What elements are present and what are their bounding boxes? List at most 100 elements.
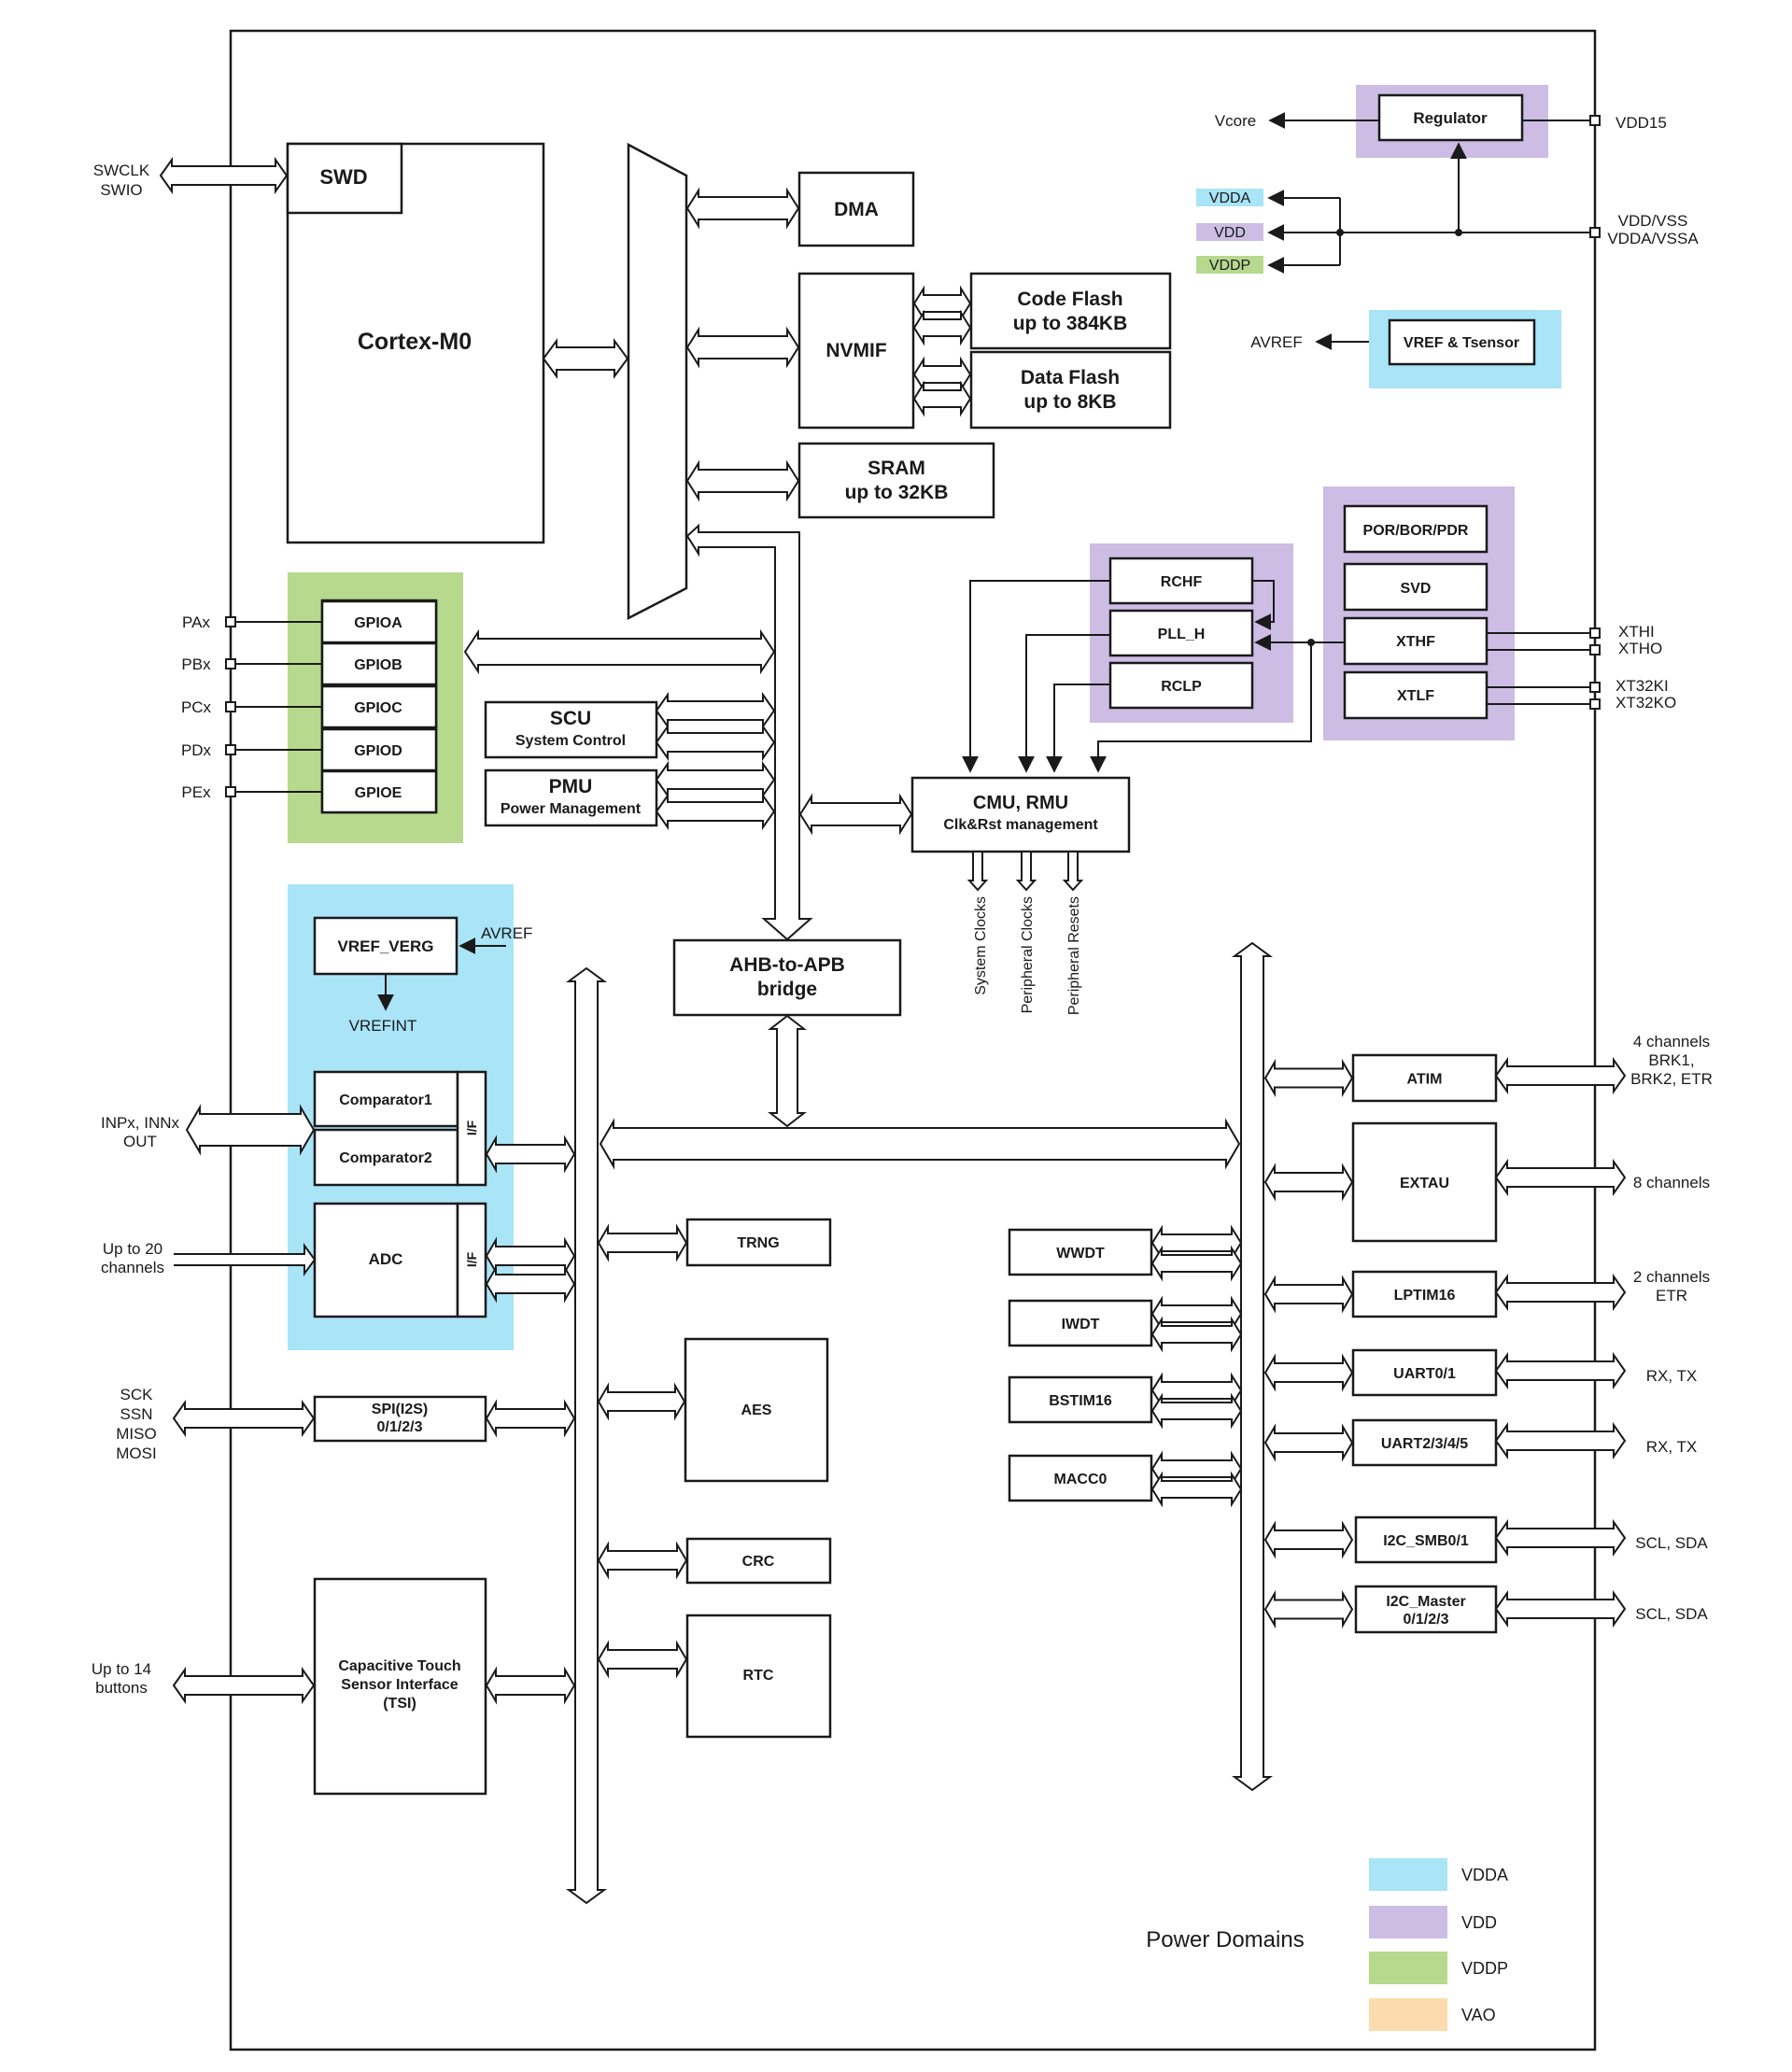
right-periph-label: UART2/3/4/5	[1381, 1436, 1468, 1452]
right-inner-bus-arrow	[1150, 1316, 1243, 1353]
right-inner-bus-arrow	[1150, 1224, 1243, 1262]
trng-bus-arrow	[597, 1223, 688, 1262]
scu-block	[484, 700, 658, 759]
cmu-ahb-arrow	[798, 793, 913, 836]
gpio-pin-label: PAx	[182, 613, 210, 631]
right-inner-bus-arrow	[1150, 1295, 1243, 1332]
right-inner-label: IWDT	[1062, 1317, 1100, 1332]
right-periph-pin-arrow	[1494, 1589, 1627, 1628]
xthf-block	[1343, 616, 1489, 666]
rail-tag-vdda	[1196, 189, 1263, 206]
vdd15-label: VDD15	[1616, 114, 1667, 132]
tsi-bus-arrow	[485, 1666, 576, 1705]
right-inner-label: MACC0	[1054, 1472, 1108, 1487]
legend-swatch	[1369, 1998, 1447, 2031]
right-periph-pin-arrow	[1494, 1421, 1627, 1460]
cmu-output-arrow	[1015, 851, 1037, 892]
apb-bus-horizontal	[599, 1118, 1241, 1170]
fat-arrows	[159, 156, 1627, 1905]
right-periph-block	[1351, 1053, 1498, 1103]
rchf-to-cmu	[962, 580, 1110, 773]
pll-label: PLL_H	[1158, 627, 1206, 642]
right-periph-pins: RX, TX	[1646, 1367, 1697, 1385]
adc-if-label: I/F	[464, 1251, 479, 1267]
nvmif-block	[797, 272, 915, 430]
legend-swatch	[1369, 1906, 1447, 1938]
right-periph-label: ATIM	[1407, 1072, 1443, 1088]
scu-ahb-arrow-1	[655, 691, 776, 730]
right-inner-block	[1008, 1299, 1153, 1347]
xthf-label: XTHF	[1396, 634, 1435, 650]
pmu-block	[484, 768, 658, 827]
comparator-if	[456, 1070, 487, 1187]
por-label: POR/BOR/PDR	[1363, 523, 1469, 539]
nvmif-data-flash-arrow-2	[912, 380, 972, 417]
rchf-to-pll	[1252, 580, 1275, 630]
trng-label: TRNG	[737, 1235, 779, 1251]
right-periph-pin-arrow	[1494, 1273, 1627, 1312]
cmu-output-label: Peripheral Resets	[1066, 896, 1082, 1015]
crc-bus-arrow	[597, 1541, 688, 1580]
adc-block	[313, 1202, 459, 1318]
rail-tag-vdd-label: VDD	[1214, 225, 1246, 241]
cmu-rmu-block	[910, 776, 1131, 853]
legend-title: Power Domains	[1146, 1927, 1304, 1952]
spi-pin-arrow	[172, 1399, 316, 1438]
avref-out-label: AVREF	[1250, 333, 1302, 351]
gpio-pin	[225, 658, 236, 670]
xthi-pin	[1589, 627, 1601, 639]
pmu-ahb-arrow-2	[655, 792, 776, 831]
cmu-output-label: System Clocks	[973, 896, 989, 995]
right-inner-bus-arrow	[1150, 1471, 1243, 1508]
tsi-block	[313, 1577, 487, 1796]
gpio-pin	[225, 616, 236, 627]
legend-label: VDDA	[1461, 1866, 1508, 1884]
right-periph-pin-arrow	[1494, 1518, 1627, 1558]
gpio-pin-label: PCx	[181, 698, 212, 716]
vref-verg-block	[313, 916, 459, 976]
bridge-apb-arrow	[768, 1014, 807, 1128]
regulator-label: Regulator	[1413, 109, 1488, 127]
tsi-pin-arrow	[172, 1666, 316, 1705]
right-periph-bus-arrow	[1263, 1589, 1354, 1629]
aes-label: AES	[741, 1402, 772, 1418]
right-periph-pins: 8 channels	[1633, 1174, 1710, 1191]
matrix-to-nvmif-arrow	[685, 326, 800, 369]
comparator-bus-arrow	[485, 1135, 576, 1174]
gpio-pin-label: PEx	[181, 783, 211, 801]
right-periph-label: EXTAU	[1400, 1176, 1449, 1191]
rclp-block	[1108, 661, 1254, 710]
right-inner-bus-arrow	[1150, 1392, 1243, 1430]
comp-if-label: I/F	[464, 1120, 479, 1135]
gpio-ahb-arrow	[463, 628, 776, 675]
gpio-port-block	[320, 641, 438, 686]
right-periph-bus-arrow	[1263, 1423, 1354, 1462]
comparator2-block	[313, 1128, 459, 1187]
nvmif-label: NVMIF	[825, 340, 887, 361]
right-periph-bus-arrow	[1263, 1353, 1354, 1392]
vdd-vss-pin	[1589, 227, 1601, 238]
vdd15-pin	[1589, 115, 1601, 126]
apb-bus-right	[1231, 941, 1274, 1792]
vrefint-label: VREFINT	[349, 1017, 417, 1035]
right-periph-bus-arrow	[1263, 1520, 1354, 1559]
rtc-bus-arrow	[597, 1640, 688, 1679]
right-periph-block	[1354, 1515, 1498, 1564]
adc-input-arrow	[174, 1242, 317, 1277]
right-periph-block	[1351, 1270, 1498, 1318]
xtlf-label: XTLF	[1397, 688, 1434, 704]
cmu-output-arrow	[967, 851, 989, 892]
